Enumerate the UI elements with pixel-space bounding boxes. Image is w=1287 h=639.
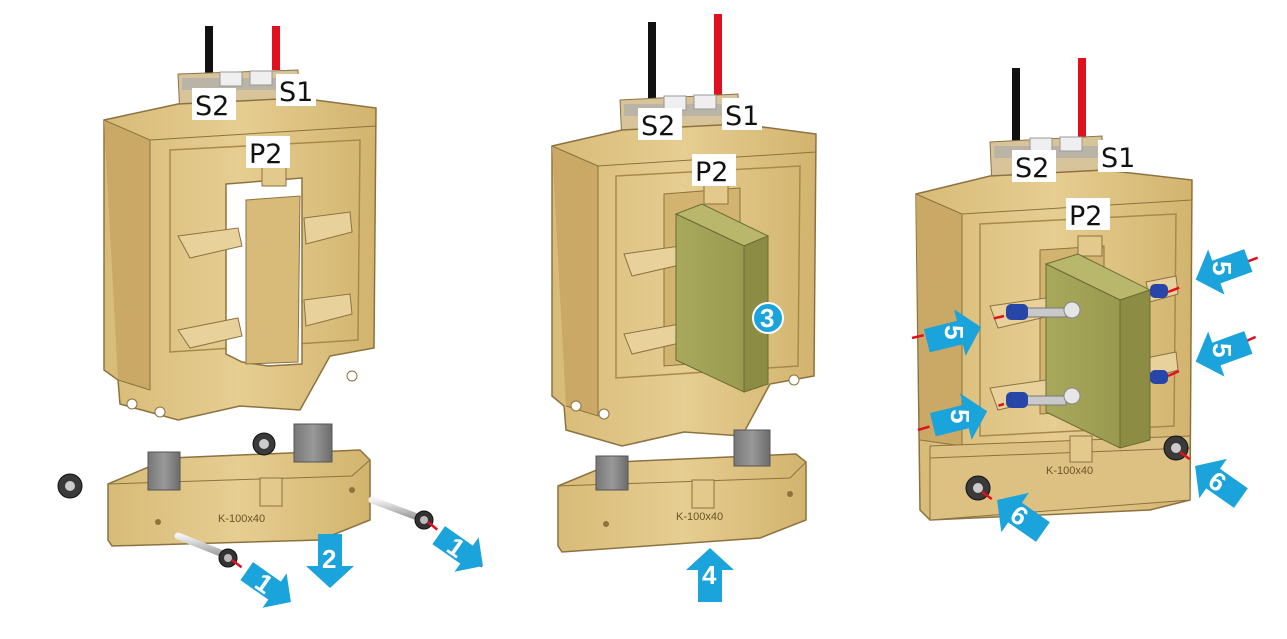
svg-text:5: 5 [939,325,969,339]
step-arrow-4: 4 [686,548,734,602]
step-arrow-2: 2 [306,534,354,588]
bottom-bar: K-100x40 [557,429,807,553]
step-arrow-1a: 1 [240,562,291,608]
svg-text:3: 3 [760,303,774,333]
svg-text:5: 5 [945,409,975,423]
busbar [1044,253,1152,449]
bolt-left-lower [1006,387,1081,408]
panel-3: K-100x40 [911,58,1263,544]
step-arrow-5b: 5 [929,393,988,440]
bolt-right-upper [1150,284,1168,298]
svg-text:P2: P2 [249,139,282,170]
cable-black [1012,68,1020,152]
bolt-left-upper [1006,301,1081,320]
cable-red [272,26,280,70]
svg-text:S2: S2 [641,111,675,142]
label-s2: S2 [638,108,682,142]
bolt-right-lower [1150,370,1168,384]
label-s1: S1 [276,74,316,108]
step-arrow-1b: 1 [432,526,483,572]
svg-text:S2: S2 [195,91,229,122]
svg-text:S1: S1 [725,101,759,132]
bottom-bar: K-100x40 [107,423,371,547]
ct-frame [103,97,377,421]
step-arrow-6a: 6 [997,492,1050,542]
cable-black [205,26,213,88]
nut-top [252,432,276,456]
panel-2: S2 S1 P2 3 K-100x40 4 [551,14,817,602]
svg-text:P2: P2 [1069,201,1102,232]
cable-red [1078,58,1086,142]
label-s2: S2 [192,88,236,122]
step-arrow-5c: 5 [1195,249,1253,295]
svg-text:P2: P2 [695,157,728,188]
cable-red [714,14,722,96]
svg-text:2: 2 [322,544,336,574]
step-arrow-5a: 5 [923,309,982,356]
rod-left [174,532,238,568]
svg-text:S1: S1 [1101,143,1135,174]
label-p2: P2 [1066,198,1110,232]
svg-text:K-100x40: K-100x40 [1046,465,1093,477]
svg-text:K-100x40: K-100x40 [676,511,723,523]
step-arrow-5d: 5 [1195,331,1253,377]
label-s1: S1 [722,98,762,132]
label-p2: P2 [246,136,290,170]
rod-right [368,496,434,530]
step-arrow-6b: 6 [1195,458,1248,508]
label-p2: P2 [692,154,736,188]
step-badge-3: 3 [752,302,784,334]
panel-1: S2 S1 P2 K-100x40 [57,26,497,613]
svg-text:4: 4 [702,560,717,590]
cable-black [648,22,656,102]
svg-text:K-100x40: K-100x40 [218,513,265,525]
svg-text:S2: S2 [1015,153,1049,184]
nut-left [57,473,83,499]
svg-text:S1: S1 [279,77,313,108]
svg-text:5: 5 [1207,261,1237,275]
label-s2: S2 [1012,150,1056,184]
label-s1: S1 [1098,140,1138,174]
busbar [674,203,770,393]
svg-text:5: 5 [1207,343,1237,357]
